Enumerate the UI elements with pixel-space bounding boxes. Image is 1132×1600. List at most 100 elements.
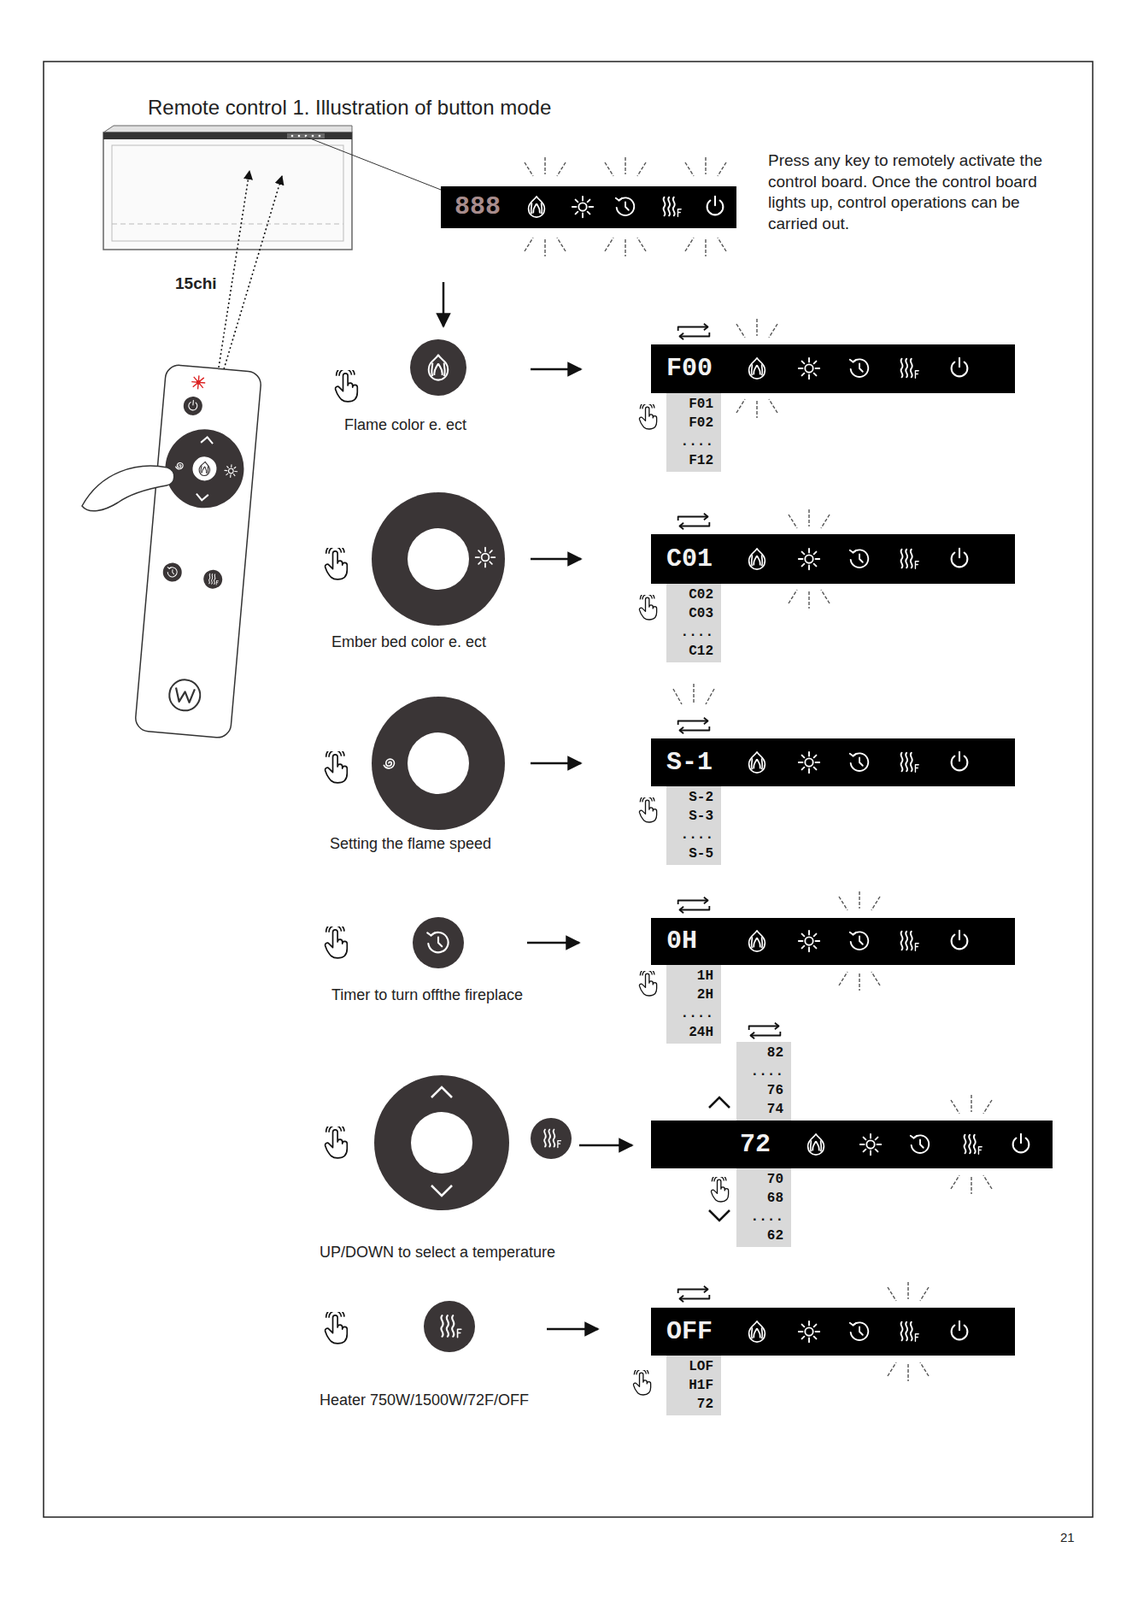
display-value: C02 xyxy=(674,585,714,605)
remote-control-part xyxy=(162,426,248,512)
temperature-row-part xyxy=(544,1129,561,1148)
speed-row-part xyxy=(371,696,505,830)
option-list: LOFH1F72 xyxy=(666,1354,722,1415)
ember-row-part xyxy=(325,544,348,580)
title: Remote control 1. Illustration of button… xyxy=(147,95,552,120)
temperature-row-part xyxy=(651,1120,1053,1168)
down-arrow xyxy=(442,281,446,327)
button-caption: Heater 750W/1500W/72F/OFF xyxy=(319,1390,529,1409)
temperature-row-part xyxy=(579,1143,633,1147)
option-list: 1H2H....24H xyxy=(666,964,722,1044)
fireplace-part xyxy=(311,134,315,138)
timer-row-part xyxy=(900,931,919,951)
page-frame xyxy=(43,61,1093,1517)
flame-row-part xyxy=(900,358,919,379)
remote-control-part xyxy=(162,562,183,583)
ember-row-part xyxy=(530,557,581,561)
fireplace-part xyxy=(291,134,294,138)
remote-control-part xyxy=(208,573,219,585)
remote-control-part xyxy=(134,363,262,739)
button-caption: Flame color e. ect xyxy=(344,416,467,435)
speed-row-part xyxy=(798,751,820,773)
speed-row-part-part xyxy=(673,683,715,704)
temperature-row-part xyxy=(808,1133,825,1155)
fireplace-part xyxy=(287,133,325,139)
remote-control-part xyxy=(191,375,206,390)
fireplace-part xyxy=(298,134,301,138)
display-value: .... xyxy=(674,825,714,845)
remote-control-part xyxy=(187,399,198,411)
temperature-row-part xyxy=(749,1022,781,1039)
flame-row-part xyxy=(410,339,467,396)
display-value: C03 xyxy=(674,604,714,623)
fireplace xyxy=(103,125,441,250)
speed-row-part xyxy=(383,758,394,769)
speed-row-part xyxy=(951,751,968,771)
ember-row-part xyxy=(407,527,470,590)
led-display: 0H xyxy=(659,920,704,962)
top-display-part xyxy=(685,157,727,257)
timer-row-part xyxy=(798,930,820,951)
button-caption: Ember bed color e. ect xyxy=(331,633,487,652)
heater-row-part xyxy=(651,1307,1015,1355)
flame-row-part xyxy=(651,344,1015,393)
temperature-row-part xyxy=(530,1117,572,1159)
heater-row-part xyxy=(749,1320,766,1342)
flame-row-part xyxy=(639,401,657,429)
display-value: LOF xyxy=(674,1356,714,1376)
top-display-part xyxy=(524,157,566,257)
heater-row-part xyxy=(546,1327,599,1331)
finger xyxy=(82,465,175,511)
temperature-row-part xyxy=(950,1094,992,1194)
speed-row-part xyxy=(900,752,919,773)
display-value: F12 xyxy=(674,451,714,470)
heater-row-part xyxy=(423,1300,476,1352)
temperature-row-part xyxy=(910,1134,929,1153)
option-list: F01F02....F12 xyxy=(666,392,722,472)
top-display-part xyxy=(707,196,724,216)
fireplace-part xyxy=(103,125,352,133)
temperature-row-part xyxy=(431,1086,452,1196)
led-display: S-1 xyxy=(659,740,720,784)
display-value: 72 xyxy=(674,1394,714,1414)
remote-control-part xyxy=(199,461,212,476)
remote-control-part xyxy=(168,678,202,712)
top-display-part xyxy=(572,196,593,218)
temperature-row-part xyxy=(374,1074,510,1210)
display-value: S-3 xyxy=(674,806,714,826)
display-value: 72 xyxy=(739,1122,771,1166)
fireplace-part xyxy=(111,223,344,225)
display-value: S-2 xyxy=(674,787,714,807)
remote-control-part xyxy=(166,566,177,577)
display-value: 76 xyxy=(744,1080,784,1100)
ember-row-part xyxy=(951,548,968,568)
flame-row-part xyxy=(736,318,778,418)
display-value: 62 xyxy=(744,1225,784,1245)
heater-row-part xyxy=(440,1314,462,1338)
temperature-row xyxy=(325,1022,1053,1220)
top-display-part xyxy=(604,157,646,257)
heater-row-part xyxy=(887,1281,929,1381)
display-value: F00 xyxy=(666,346,713,391)
speed-row-part xyxy=(651,738,1015,786)
heater-row-part xyxy=(325,1307,348,1344)
remote-control-part xyxy=(202,568,223,590)
display-value: .... xyxy=(674,1003,714,1023)
heater-row-part xyxy=(633,1366,651,1395)
ir-beam xyxy=(218,170,282,370)
display-value: OFF xyxy=(666,1309,713,1353)
option-list: 7068....62 xyxy=(736,1167,792,1247)
led-display: 72 xyxy=(733,1122,778,1166)
button-caption: Timer to turn offthe fireplace xyxy=(331,985,523,1004)
led-display: F00 xyxy=(659,346,720,391)
remote-control-part xyxy=(191,455,218,481)
remote-control-part-part xyxy=(191,375,206,390)
ember-row-part xyxy=(900,549,919,569)
fireplace-part xyxy=(103,132,352,140)
display-value: 70 xyxy=(744,1169,784,1189)
display-value: .... xyxy=(674,432,714,452)
display-value: 1H xyxy=(674,966,714,986)
ember-row-part xyxy=(475,547,496,568)
heater-row-part xyxy=(798,1320,820,1342)
